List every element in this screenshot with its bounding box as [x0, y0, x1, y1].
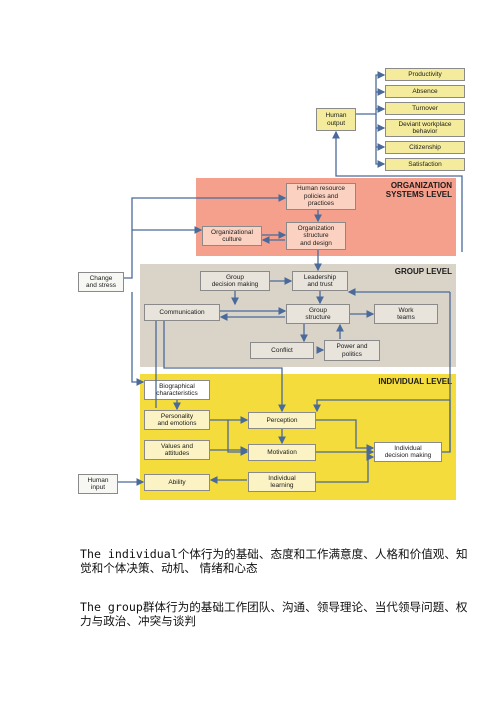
group-decision-box: Group decision making — [200, 271, 270, 291]
human-output-box: Human output — [316, 108, 356, 131]
org-structure-box: Organization structure and design — [286, 222, 346, 250]
caption-group-zh: 群体行为的基础工作团队、沟通、领导理论、当代领导问题、权力与政治、冲突与谈判 — [80, 600, 468, 628]
biographical-box: Biographical characteristics — [144, 380, 210, 400]
caption-individual-zh: 个体行为的基础、态度和工作满意度、人格和价值观、知觉和个体决策、动机、 情绪和心… — [80, 547, 468, 575]
change-stress-box: Change and stress — [78, 272, 124, 292]
group-level-title: GROUP LEVEL — [394, 267, 452, 276]
conflict-box: Conflict — [250, 342, 314, 359]
caption-individual: The individual个体行为的基础、态度和工作满意度、人格和价值观、知觉… — [80, 547, 470, 575]
organization-level-title: ORGANIZATION SYSTEMS LEVEL — [385, 181, 452, 199]
values-attitudes-box: Values and attitudes — [144, 440, 210, 460]
org-culture-box: Organizational culture — [202, 226, 262, 246]
caption-group-en: The group — [80, 600, 143, 614]
individual-decision-box: Individual decision making — [374, 442, 442, 462]
individual-learning-box: Individual learning — [248, 472, 316, 492]
work-teams-box: Work teams — [374, 304, 438, 324]
output-deviant-behavior: Deviant workplace behavior — [385, 119, 465, 137]
personality-box: Personality and emotions — [144, 410, 210, 430]
power-politics-box: Power and politics — [324, 340, 380, 361]
caption-group: The group群体行为的基础工作团队、沟通、领导理论、当代领导问题、权力与政… — [80, 600, 470, 628]
human-input-box: Human input — [78, 474, 118, 494]
output-satisfaction: Satisfaction — [385, 158, 465, 171]
ability-box: Ability — [144, 474, 210, 491]
ob-model-diagram: ORGANIZATION SYSTEMS LEVEL GROUP LEVEL I… — [78, 52, 473, 512]
perception-box: Perception — [248, 412, 316, 429]
output-turnover: Turnover — [385, 102, 465, 115]
caption-individual-en: The individual — [80, 547, 178, 561]
communication-box: Communication — [144, 304, 220, 321]
individual-level-title: INDIVIDUAL LEVEL — [378, 377, 452, 386]
motivation-box: Motivation — [248, 444, 316, 461]
hr-policies-box: Human resource policies and practices — [286, 183, 356, 210]
output-absence: Absence — [385, 85, 465, 98]
group-structure-box: Group structure — [286, 304, 350, 324]
output-citizenship: Citizenship — [385, 141, 465, 154]
connector-arrows — [118, 71, 463, 486]
leadership-box: Leadership and trust — [292, 271, 348, 291]
output-productivity: Productivity — [385, 68, 465, 81]
